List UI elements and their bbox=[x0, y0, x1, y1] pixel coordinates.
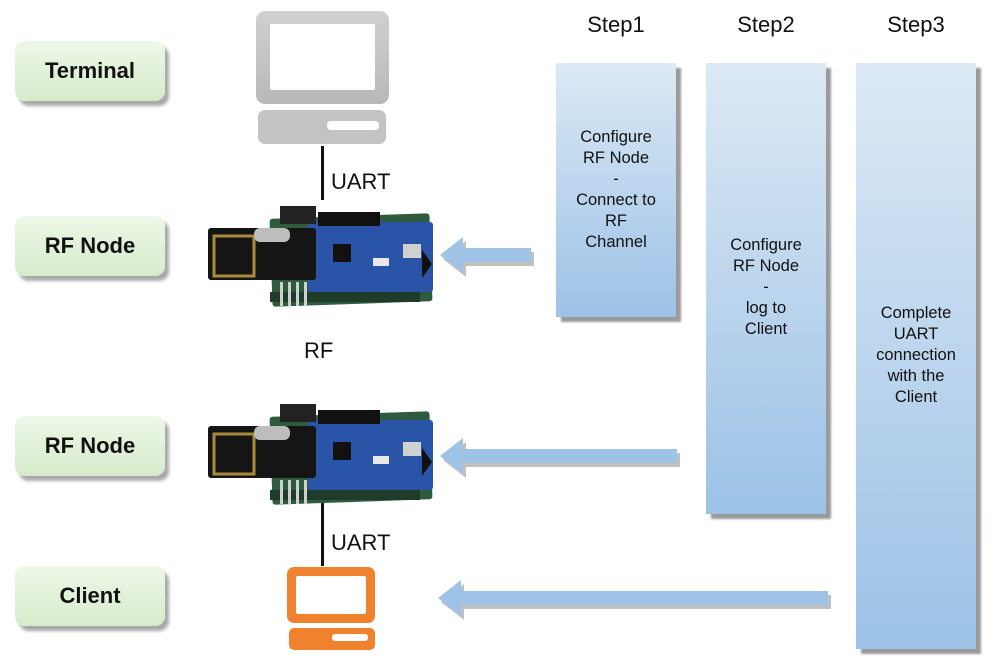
uart-line-top bbox=[321, 146, 324, 200]
client-computer-icon bbox=[287, 567, 375, 650]
uart-label-top: UART bbox=[331, 169, 391, 194]
step1-column: Configure RF Node - Connect to RF Channe… bbox=[556, 63, 676, 317]
terminal-label: Terminal bbox=[15, 41, 165, 101]
client-label: Client bbox=[15, 566, 165, 626]
step3-column: Complete UART connection with the Client bbox=[856, 63, 976, 649]
rf-label: RF bbox=[304, 338, 334, 363]
step1-arrow-left-icon bbox=[440, 237, 534, 277]
step2-title: Step2 bbox=[737, 12, 795, 37]
uart-label-bottom: UART bbox=[331, 530, 391, 555]
rf-node-module-icon-1 bbox=[208, 206, 433, 307]
step2-column: Configure RF Node - log to Client bbox=[706, 63, 826, 514]
rf-node-label-1: RF Node bbox=[15, 216, 165, 276]
terminal-computer-icon bbox=[256, 11, 389, 144]
uart-line-bottom bbox=[321, 500, 324, 566]
step3-arrow-left-icon bbox=[438, 580, 831, 620]
step3-title: Step3 bbox=[887, 12, 945, 37]
step2-arrow-left-icon bbox=[440, 438, 680, 478]
step1-description: Configure RF Node - Connect to RF Channe… bbox=[576, 128, 656, 251]
rf-node-module-icon-2 bbox=[208, 404, 433, 505]
rf-node-label-2: RF Node bbox=[15, 416, 165, 476]
step2-description: Configure RF Node - log to Client bbox=[730, 236, 802, 338]
step3-description: Complete UART connection with the Client bbox=[876, 304, 956, 406]
step1-title: Step1 bbox=[587, 12, 645, 37]
